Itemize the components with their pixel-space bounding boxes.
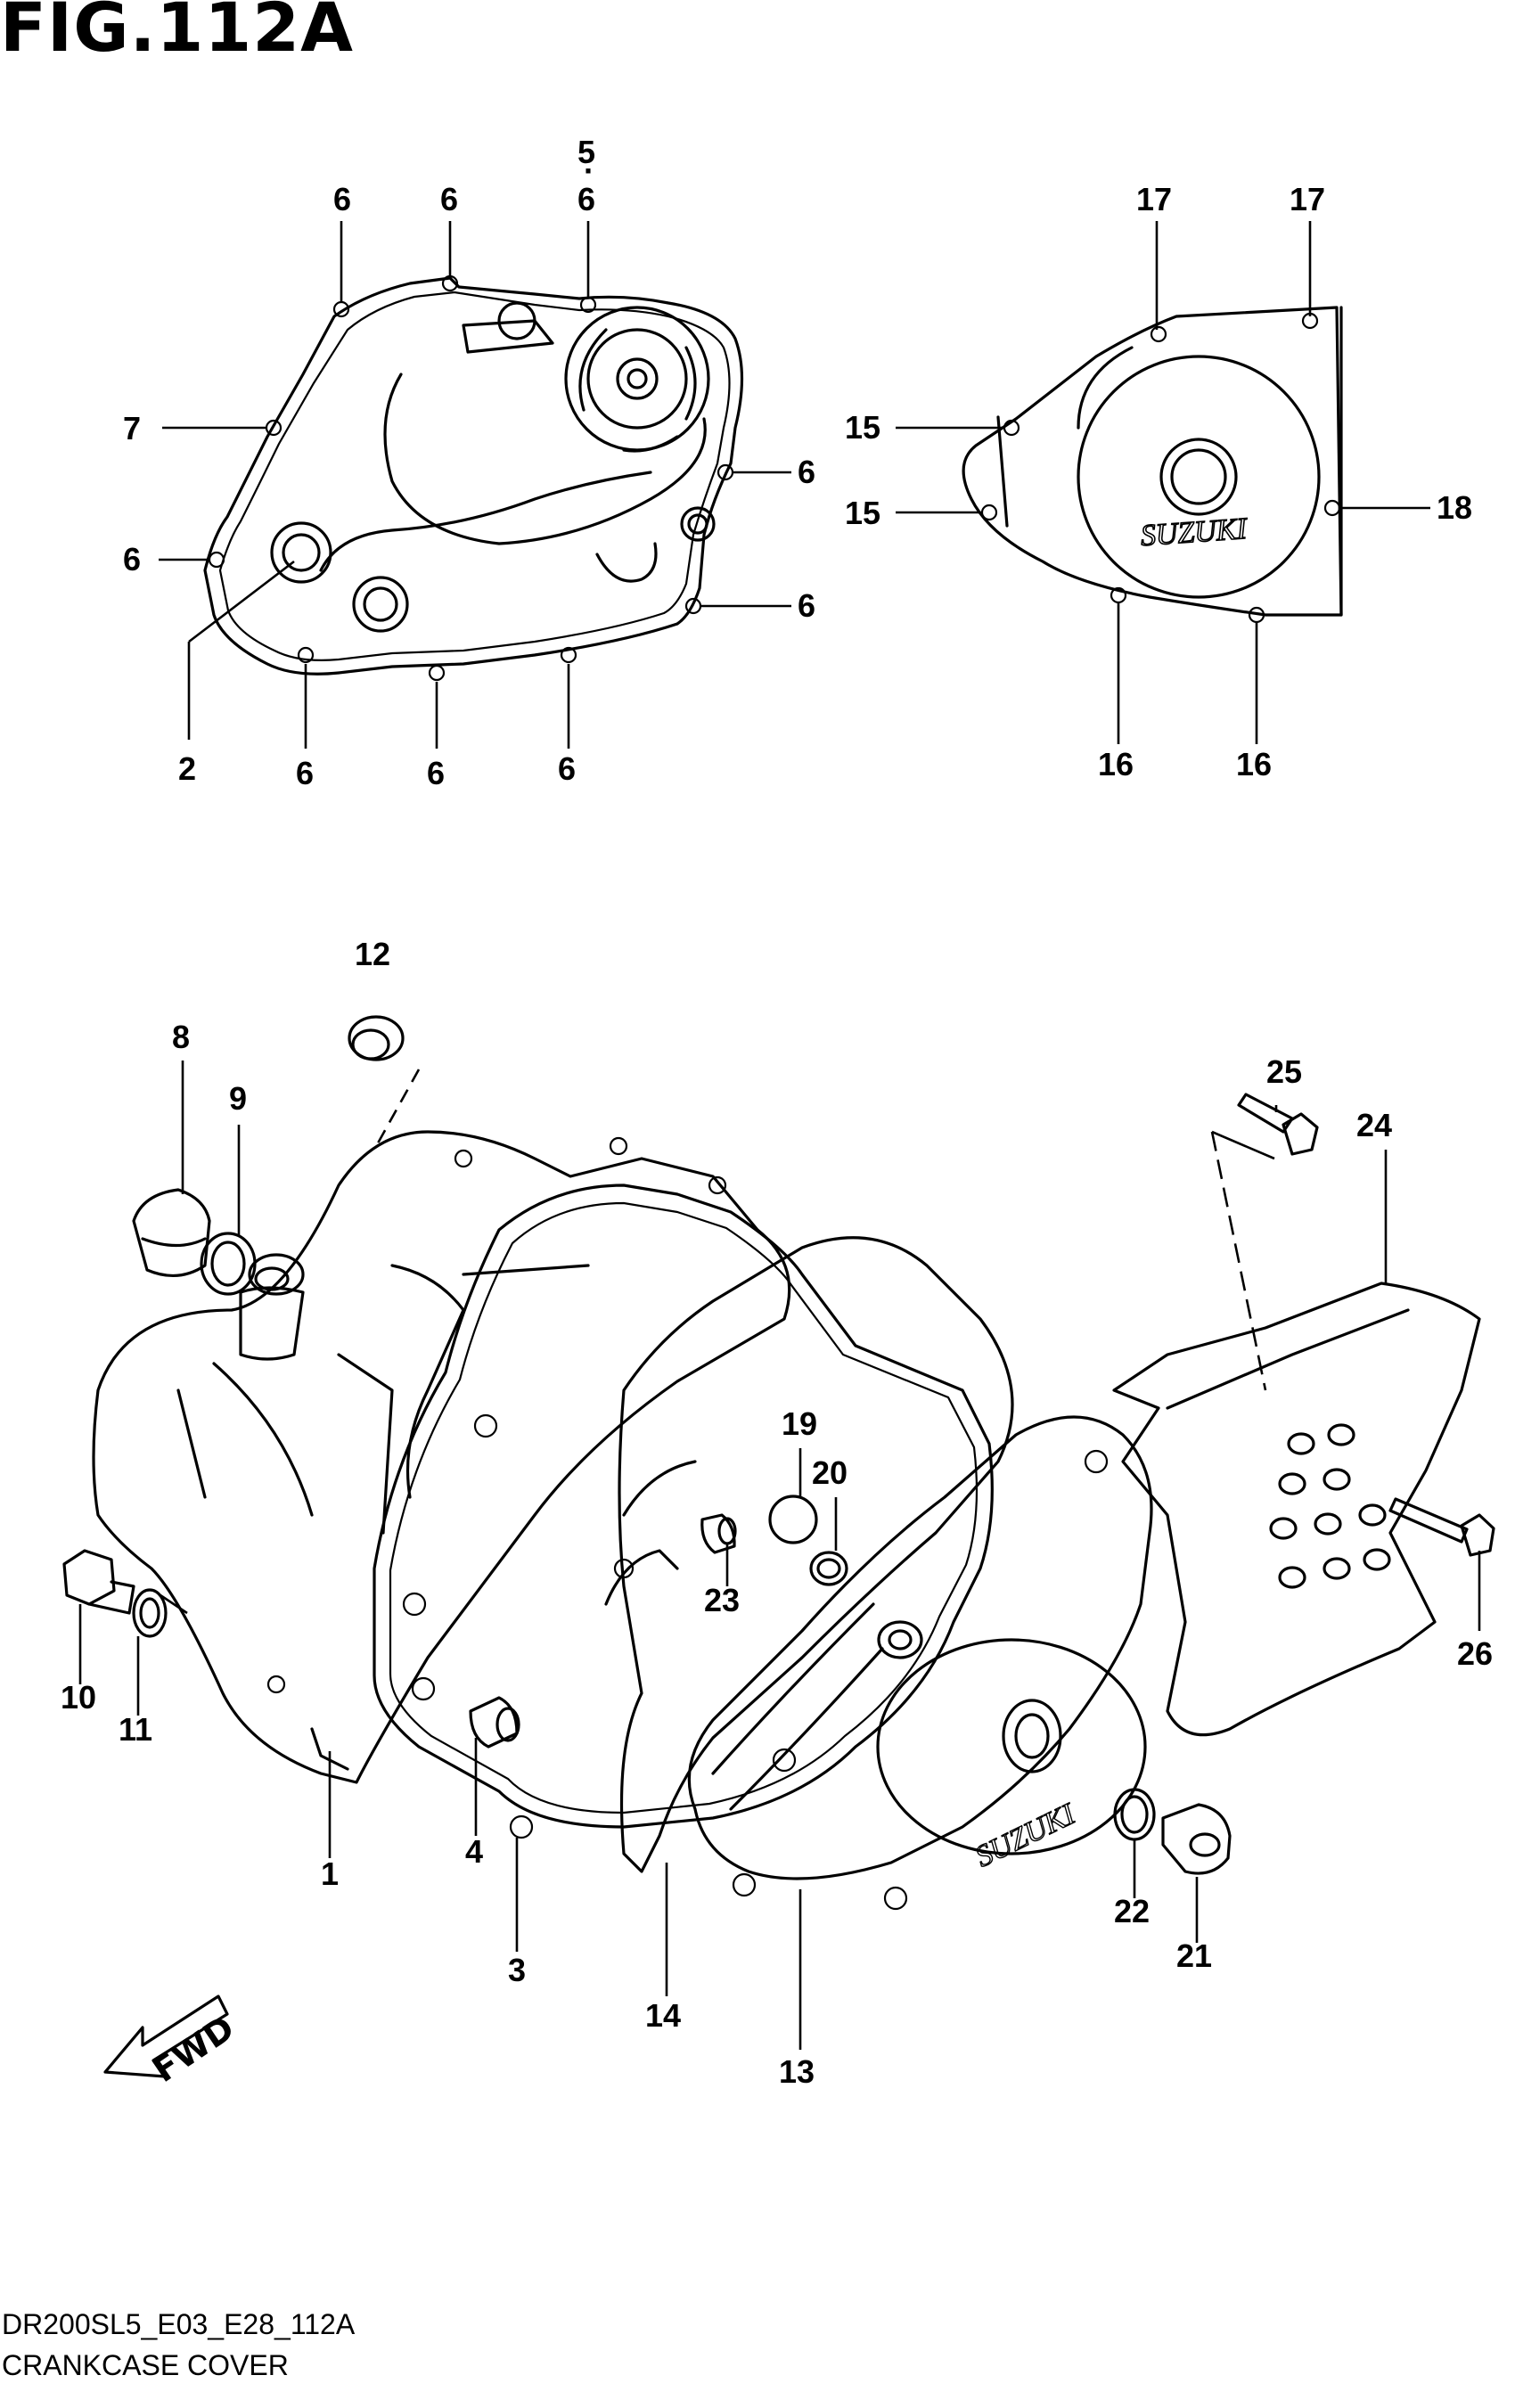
callout-3: 3 — [508, 1952, 526, 1988]
callout-2: 2 — [178, 750, 196, 787]
callout-6: 6 — [123, 541, 141, 577]
callout-15: 15 — [845, 495, 880, 531]
callout-16: 16 — [1236, 746, 1272, 782]
callout-1: 1 — [321, 1855, 339, 1892]
callout-labels: 5 · 6 6 6 7 6 6 6 2 6 6 6 17 17 15 15 18… — [61, 134, 1493, 2090]
callout-21: 21 — [1176, 1937, 1212, 1974]
magneto-cover-outline-view: SUZUKI — [962, 306, 1343, 624]
callout-25: 25 — [1266, 1053, 1302, 1090]
callout-19: 19 — [782, 1405, 817, 1442]
callout-24: 24 — [1356, 1107, 1392, 1143]
callout-23: 23 — [704, 1582, 740, 1618]
callout-dot: · — [584, 152, 594, 189]
callout-8: 8 — [172, 1019, 190, 1055]
suzuki-logo-top: SUZUKI — [1140, 512, 1249, 553]
callout-5: 5 — [577, 134, 595, 170]
callout-15: 15 — [845, 409, 880, 446]
callout-6: 6 — [296, 755, 314, 791]
figure-title: FIG.112A — [0, 0, 354, 67]
callout-6: 6 — [427, 755, 445, 791]
callout-16: 16 — [1098, 746, 1134, 782]
callout-18: 18 — [1437, 489, 1472, 526]
callout-6: 6 — [558, 750, 576, 787]
exploded-view: SUZUKI FWD — [62, 1015, 1495, 2090]
callout-22: 22 — [1114, 1893, 1150, 1929]
callout-6: 6 — [577, 181, 595, 217]
clutch-cover-outline-view — [203, 274, 744, 682]
callout-6: 6 — [798, 454, 815, 490]
forward-arrow-icon: FWD — [103, 1994, 242, 2090]
callout-6: 6 — [798, 587, 815, 624]
callout-11: 11 — [119, 1711, 152, 1748]
callout-17: 17 — [1136, 181, 1172, 217]
callout-17: 17 — [1290, 181, 1325, 217]
callout-10: 10 — [61, 1679, 96, 1716]
callout-13: 13 — [779, 2053, 815, 2090]
fwd-label: FWD — [146, 2008, 242, 2090]
callout-26: 26 — [1457, 1635, 1493, 1672]
callout-7: 7 — [123, 410, 141, 446]
callout-9: 9 — [229, 1080, 247, 1117]
callout-14: 14 — [645, 1997, 681, 2034]
callout-6: 6 — [333, 181, 351, 217]
callout-6: 6 — [440, 181, 458, 217]
callout-4: 4 — [465, 1833, 483, 1870]
callout-20: 20 — [812, 1454, 848, 1491]
diagram-name: CRANKCASE COVER — [2, 2349, 289, 2381]
callout-12: 12 — [355, 936, 390, 972]
diagram-code: DR200SL5_E03_E28_112A — [2, 2308, 356, 2340]
leader-lines — [78, 221, 1481, 2050]
